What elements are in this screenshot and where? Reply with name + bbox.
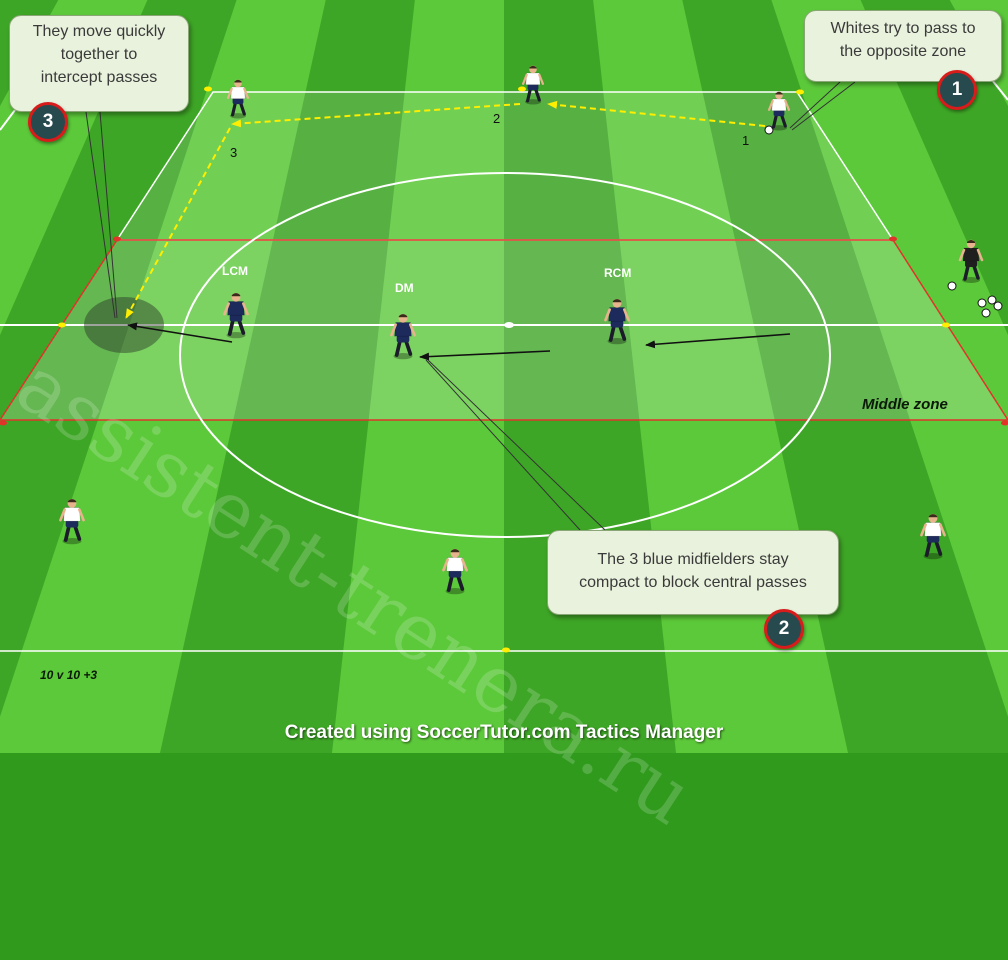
cone bbox=[58, 322, 66, 328]
interception-area bbox=[84, 297, 164, 353]
grass-stripe bbox=[771, 0, 1008, 717]
blue-player-lcm bbox=[223, 292, 249, 339]
pointer-top-right bbox=[789, 81, 841, 129]
ball bbox=[993, 301, 1003, 311]
callout-line: Whites try to pass to bbox=[830, 20, 976, 37]
pass-number-1: 1 bbox=[742, 133, 750, 148]
callout-line: the opposite zone bbox=[839, 43, 967, 60]
white-player bbox=[442, 548, 468, 595]
pitch-diagram bbox=[0, 0, 1008, 753]
callout-pointers bbox=[85, 81, 856, 531]
blue-player-rcm bbox=[604, 298, 630, 345]
middle-zone-label: Middle zone bbox=[862, 396, 948, 413]
label-dm: DM bbox=[395, 281, 414, 295]
centre-spot bbox=[504, 322, 514, 328]
balls bbox=[764, 125, 1003, 318]
lcm-move-arrow bbox=[127, 322, 233, 343]
label-rcm: RCM bbox=[604, 266, 632, 280]
callout-line: intercept passes bbox=[40, 69, 158, 86]
grass-stripe bbox=[0, 0, 326, 753]
callout-intercept: They move quickly together to intercept … bbox=[9, 15, 189, 112]
cone bbox=[204, 86, 212, 92]
goalkeeper-player bbox=[958, 239, 984, 283]
pass-2-arrow bbox=[231, 103, 521, 128]
cone bbox=[796, 89, 804, 95]
pass-3-arrow bbox=[125, 127, 231, 319]
cone bbox=[502, 647, 510, 653]
ball bbox=[764, 125, 774, 135]
dm-move-arrow bbox=[419, 350, 551, 361]
cones bbox=[0, 86, 1008, 653]
footer-credit: Created using SoccerTutor.com Tactics Ma… bbox=[284, 722, 724, 743]
ball bbox=[981, 308, 991, 318]
ball bbox=[947, 281, 957, 291]
pointer-bottom bbox=[425, 359, 581, 531]
cone bbox=[0, 420, 7, 426]
pass-sequence bbox=[125, 100, 766, 319]
pointer-bottom-b bbox=[427, 359, 606, 531]
ball bbox=[977, 298, 987, 308]
label-lcm: LCM bbox=[222, 264, 248, 278]
white-player bbox=[521, 65, 545, 105]
callout-line: They move quickly bbox=[32, 23, 166, 40]
pointer-top-left-b bbox=[85, 111, 116, 319]
callout-compact: The 3 blue midfielders stay compact to b… bbox=[547, 530, 839, 615]
cone bbox=[518, 86, 526, 92]
cone bbox=[942, 322, 950, 328]
pointer-top-right-b bbox=[791, 81, 856, 131]
movement-arrows bbox=[127, 322, 791, 361]
pass-number-2: 2 bbox=[493, 111, 501, 126]
centre-circle bbox=[179, 172, 831, 538]
white-player bbox=[767, 91, 791, 131]
callout-line: compact to block central passes bbox=[579, 574, 807, 591]
callout-line: The 3 blue midfielders stay bbox=[597, 551, 789, 568]
callout-line: together to bbox=[60, 46, 138, 63]
ball bbox=[987, 295, 997, 305]
rcm-move-arrow bbox=[645, 333, 791, 349]
cone bbox=[889, 236, 897, 242]
format-label: 10 v 10 +3 bbox=[40, 668, 98, 682]
blue-player-dm bbox=[390, 313, 416, 360]
callout-pass-zone: Whites try to pass to the opposite zone bbox=[804, 10, 1002, 82]
badge-2: 2 bbox=[764, 609, 804, 649]
pass-1-arrow bbox=[547, 100, 766, 127]
badge-1: 1 bbox=[937, 70, 977, 110]
white-player bbox=[920, 513, 946, 560]
white-player bbox=[59, 498, 85, 545]
pointer-top-left bbox=[99, 111, 118, 319]
cone bbox=[1001, 420, 1008, 426]
white-player bbox=[226, 79, 250, 119]
badge-3: 3 bbox=[28, 102, 68, 142]
middle-zone bbox=[0, 239, 1008, 421]
cone bbox=[113, 236, 121, 242]
pass-number-3: 3 bbox=[230, 145, 238, 160]
players bbox=[59, 65, 984, 595]
